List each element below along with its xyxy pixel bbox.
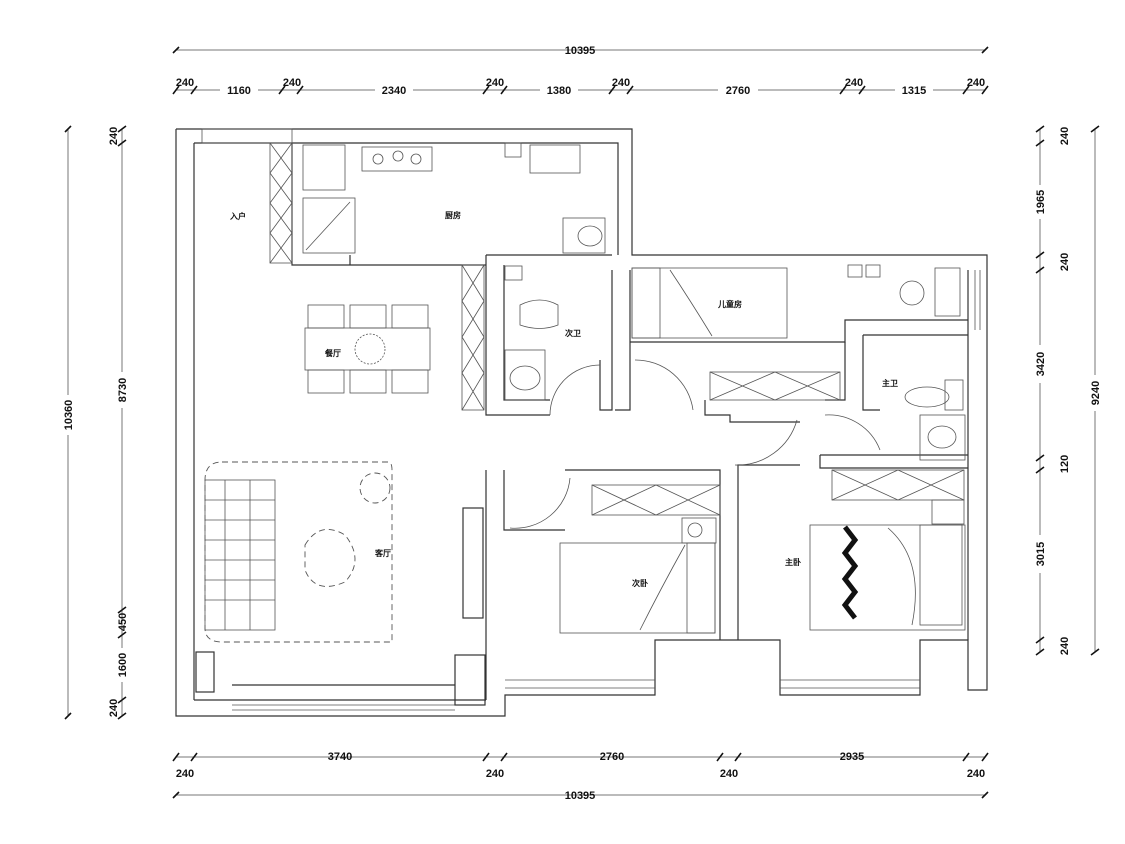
- dim-left-overall: 10360: [63, 400, 75, 431]
- dim-bottom-wall: 240: [176, 768, 194, 780]
- dim-bottom-seg: 2935: [840, 751, 864, 763]
- dimension-top: 10395 240 1160 240 2340 240 1380 240 276…: [172, 45, 989, 97]
- dim-left-seg: 450: [117, 613, 129, 631]
- room-label-dining: 餐厅: [324, 348, 341, 358]
- dim-left-seg: 8730: [117, 378, 129, 402]
- dim-right-seg: 3420: [1035, 352, 1047, 376]
- dim-right-overall: 9240: [1090, 381, 1102, 405]
- dim-top-seg: 240: [612, 77, 630, 89]
- room-label-living: 客厅: [374, 548, 391, 558]
- room-label-kitchen: 厨房: [445, 210, 461, 220]
- dim-bottom-wall: 240: [967, 768, 985, 780]
- dim-bottom-seg: 2760: [600, 751, 624, 763]
- room-label-second-bath: 次卫: [565, 328, 581, 338]
- dim-right-seg: 120: [1059, 455, 1071, 473]
- room-label-master-bath: 主卫: [882, 378, 898, 388]
- dim-bottom-seg: 3740: [328, 751, 352, 763]
- room-label-master-bedroom: 主卧: [785, 557, 801, 567]
- dim-top-seg: 2340: [382, 85, 406, 97]
- dim-top-seg: 240: [176, 77, 194, 89]
- dim-left-seg: 240: [108, 127, 120, 145]
- dim-top-seg: 240: [486, 77, 504, 89]
- room-label-entry: 入户: [229, 211, 246, 221]
- dim-right-seg: 240: [1059, 253, 1071, 271]
- dim-top-seg: 2760: [726, 85, 750, 97]
- dim-bottom-wall: 240: [486, 768, 504, 780]
- kitchen-fixtures: [302, 142, 606, 254]
- dimension-right: 240 1965 240 3420 120 3015 240 9240: [1032, 125, 1103, 656]
- room-label-kids-room: 儿童房: [717, 299, 742, 309]
- dim-top-seg: 1315: [902, 85, 926, 97]
- dim-top-seg: 1160: [227, 85, 251, 97]
- dim-right-seg: 240: [1059, 127, 1071, 145]
- exterior-walls: [175, 128, 988, 717]
- dim-right-seg: 1965: [1035, 190, 1047, 214]
- beds: [559, 267, 966, 634]
- dimension-left: 10360 240 8730 450 1600 240: [60, 125, 130, 720]
- dim-top-seg: 240: [845, 77, 863, 89]
- dim-top-overall: 10395: [565, 45, 596, 57]
- dim-left-seg: 240: [108, 699, 120, 717]
- dim-top-seg: 240: [967, 77, 985, 89]
- doors: [509, 359, 881, 529]
- bathroom-fixtures: [504, 264, 966, 461]
- wardrobes: [269, 142, 965, 516]
- dim-right-seg: 240: [1059, 637, 1071, 655]
- dim-bottom-overall: 10395: [565, 790, 596, 802]
- room-labels: 入户 厨房 餐厅 次卫 儿童房 主卫 客厅 次卧 主卧: [229, 210, 898, 588]
- dim-right-seg: 3015: [1035, 542, 1047, 566]
- dim-top-seg: 1380: [547, 85, 571, 97]
- dining-table: [304, 304, 431, 394]
- interior-walls: [291, 143, 968, 700]
- dimension-bottom: 3740 2760 2935 240 240 240 240 10395: [172, 751, 989, 802]
- dim-top-seg: 240: [283, 77, 301, 89]
- dim-bottom-wall: 240: [720, 768, 738, 780]
- living-furniture: [204, 461, 393, 643]
- room-label-second-bedroom: 次卧: [632, 578, 648, 588]
- dim-left-seg: 1600: [117, 653, 129, 677]
